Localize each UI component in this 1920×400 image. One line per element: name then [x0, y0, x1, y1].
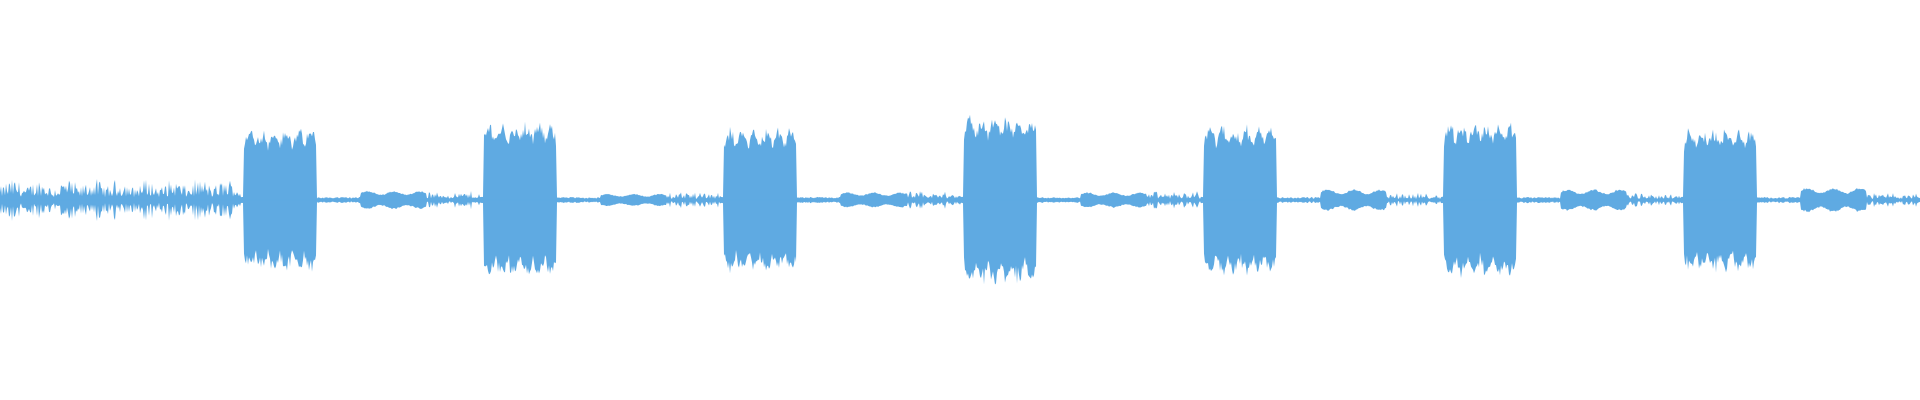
waveform-bars — [0, 114, 1920, 285]
